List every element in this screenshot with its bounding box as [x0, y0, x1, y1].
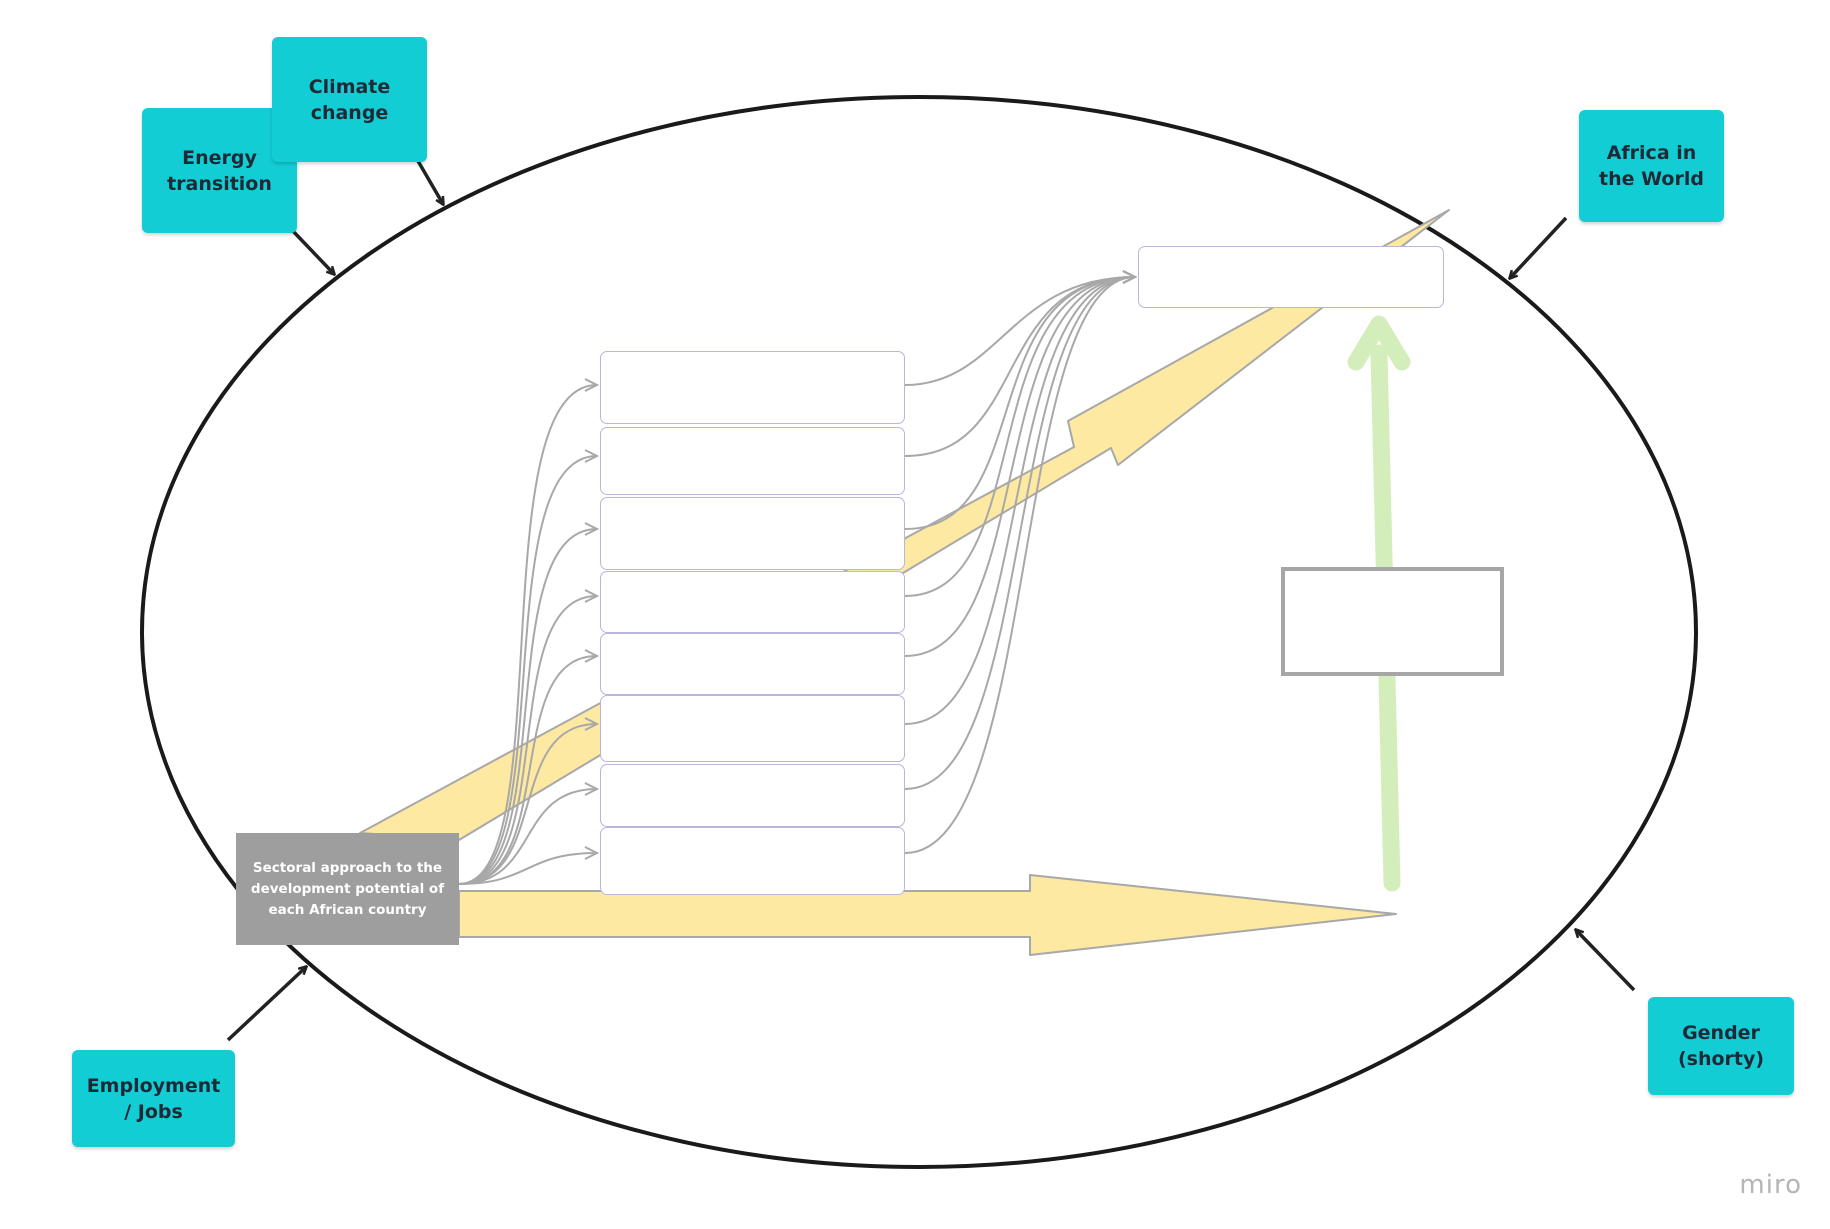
sticky-employment-jobs[interactable]: Employment / Jobs — [72, 1050, 235, 1147]
energy-transition-label: Energy transition — [167, 146, 272, 195]
employment-jobs-label: Employment / Jobs — [86, 1074, 221, 1123]
sector-box-2[interactable] — [600, 427, 905, 495]
sectoral-approach-label: Sectoral approach to the development pot… — [250, 859, 445, 918]
connector-sector-1-target — [904, 277, 1135, 386]
source-to-sector-connectors — [458, 385, 597, 885]
arrow-africa-in-world — [1510, 216, 1568, 278]
africa-in-world-label: Africa in the World — [1599, 142, 1704, 190]
sticky-gender[interactable]: Gender (shorty) — [1648, 997, 1794, 1095]
sector-box-5[interactable] — [600, 633, 905, 695]
connector-source-sector-3 — [458, 529, 597, 885]
sticky-africa-in-world[interactable]: Africa in the World — [1579, 110, 1724, 222]
connector-sector-8-target — [904, 277, 1135, 854]
connector-source-sector-8 — [458, 853, 597, 885]
connector-source-sector-1 — [458, 385, 597, 885]
connector-source-sector-2 — [458, 456, 597, 885]
sector-box-3[interactable] — [600, 497, 905, 570]
arrow-energy-transition — [289, 227, 334, 274]
horizontal-yellow-arrow — [458, 874, 1397, 956]
connector-source-sector-4 — [458, 596, 597, 885]
sector-box-7[interactable] — [600, 764, 905, 827]
climate-change-label: Climate change — [308, 75, 391, 124]
sticky-energy-transition[interactable]: Energy transition — [142, 108, 297, 233]
connector-sector-5-target — [904, 277, 1135, 657]
sticky-climate-change[interactable]: Climate change — [272, 37, 427, 162]
arrow-employment — [226, 967, 306, 1042]
miro-watermark: miro — [1739, 1170, 1802, 1200]
connector-sector-4-target — [904, 277, 1135, 597]
middle-box[interactable] — [1281, 567, 1504, 676]
connector-source-sector-5 — [458, 656, 597, 885]
diagonal-yellow-arrow — [359, 209, 1450, 841]
connector-source-sector-7 — [458, 789, 597, 885]
connector-source-sector-6 — [458, 724, 597, 885]
sector-box-6[interactable] — [600, 695, 905, 762]
gender-label: Gender (shorty) — [1677, 1022, 1765, 1070]
arrow-climate-change — [416, 160, 443, 204]
arrow-gender — [1576, 930, 1636, 992]
sector-box-1[interactable] — [600, 351, 905, 424]
connector-sector-7-target — [904, 277, 1135, 790]
sector-box-8[interactable] — [600, 827, 905, 895]
sector-to-target-connectors — [904, 277, 1135, 854]
sector-box-4[interactable] — [600, 571, 905, 633]
sectoral-approach-card[interactable]: Sectoral approach to the development pot… — [236, 833, 459, 945]
connector-sector-6-target — [904, 277, 1135, 725]
target-box[interactable] — [1138, 246, 1444, 308]
connector-sector-3-target — [904, 277, 1135, 530]
